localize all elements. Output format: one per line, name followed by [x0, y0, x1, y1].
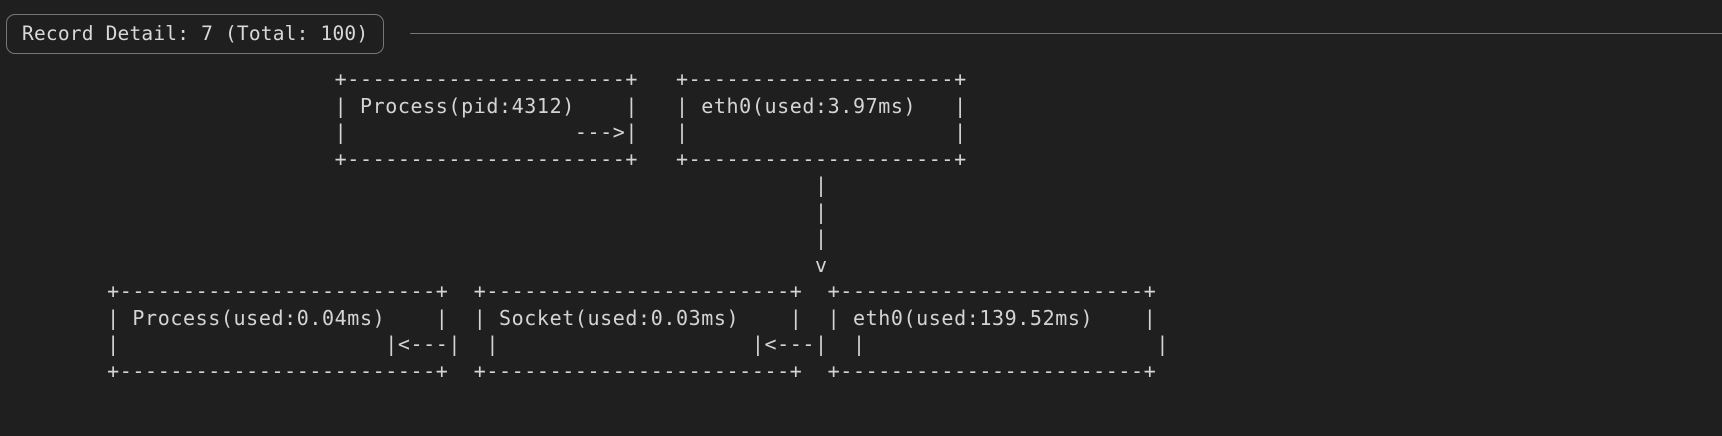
ascii-flow-diagram: +----------------------+ +--------------…	[0, 62, 1722, 436]
panel-divider-rule	[410, 33, 1722, 34]
record-detail-panel-title: Record Detail: 7 (Total: 100)	[6, 14, 385, 54]
header-band: Record Detail: 7 (Total: 100)	[0, 0, 1722, 62]
page-title: Record Detail: 7 (Total: 100)	[22, 22, 369, 46]
ascii-flow-diagram-text: +----------------------+ +--------------…	[107, 67, 1169, 383]
